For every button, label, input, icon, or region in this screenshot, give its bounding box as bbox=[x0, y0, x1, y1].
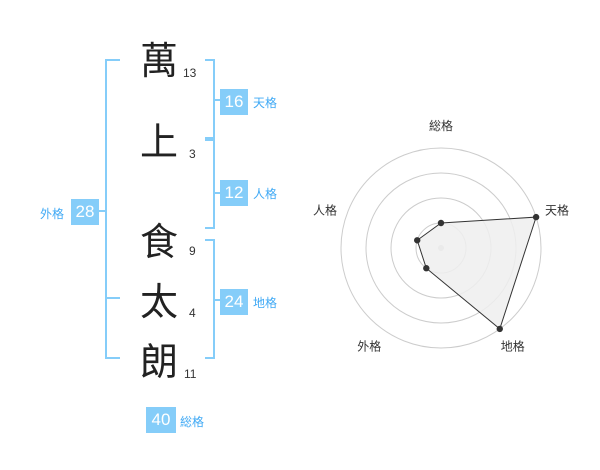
radar-point-2 bbox=[532, 213, 540, 221]
name-char-5: 朗 bbox=[139, 340, 178, 384]
soukaku-label: 総格 bbox=[180, 415, 205, 429]
radar-point-4 bbox=[423, 265, 430, 272]
radar-axis-label-2: 天格 bbox=[545, 202, 569, 217]
radar-point-1 bbox=[437, 219, 445, 227]
tenkaku-value: 16 bbox=[220, 89, 248, 115]
stroke-count-5: 11 bbox=[184, 367, 197, 381]
chikaku-value: 24 bbox=[220, 289, 248, 315]
name-char-2: 上 bbox=[139, 120, 178, 164]
name-char-1: 萬 bbox=[139, 39, 178, 83]
radar-point-3 bbox=[496, 325, 503, 333]
jinkaku-value: 12 bbox=[220, 180, 248, 206]
name-char-4: 太 bbox=[139, 280, 178, 324]
soukaku-value: 40 bbox=[146, 407, 176, 433]
gaikaku-bracket bbox=[105, 59, 120, 359]
radar-point-5 bbox=[414, 237, 421, 244]
name-char-3: 食 bbox=[139, 220, 178, 264]
radar-polygon bbox=[416, 216, 537, 330]
radar-axis-label-4: 外格 bbox=[357, 339, 381, 354]
radar-ring-4 bbox=[340, 147, 542, 349]
radar-axis-label-5: 人格 bbox=[313, 202, 337, 217]
jinkaku-label: 人格 bbox=[253, 187, 278, 201]
stroke-count-2: 3 bbox=[189, 147, 196, 161]
chikaku-label: 地格 bbox=[253, 296, 278, 310]
jinkaku-bracket bbox=[205, 139, 215, 229]
tenkaku-label: 天格 bbox=[253, 96, 278, 110]
gaikaku-value: 28 bbox=[71, 199, 99, 225]
stroke-count-3: 9 bbox=[189, 244, 196, 258]
radar-axis-label-3: 地格 bbox=[501, 339, 525, 354]
gaikaku-label: 外格 bbox=[40, 207, 65, 221]
stroke-count-1: 13 bbox=[183, 66, 197, 80]
radar-axis-label-1: 総格 bbox=[429, 118, 453, 133]
stroke-count-4: 4 bbox=[189, 306, 196, 320]
